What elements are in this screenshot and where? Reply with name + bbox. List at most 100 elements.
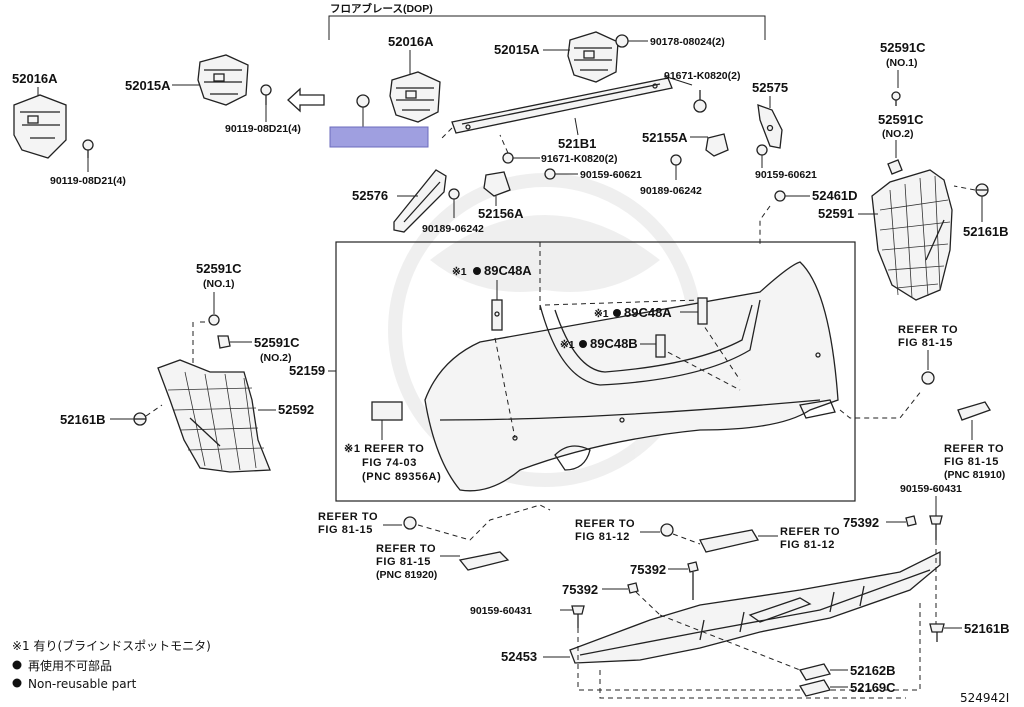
clip-reflector-left <box>403 516 417 530</box>
nut-center <box>356 94 370 108</box>
label-52592: 52592 <box>278 402 314 417</box>
bolt-90159-right <box>756 144 768 156</box>
nonreusable-dot-3-icon <box>579 340 587 348</box>
nonreusable-dot-1-icon <box>473 267 481 275</box>
label-no1-top-right: (NO.1) <box>886 57 918 69</box>
ref-81-12-right-line1: REFER TO <box>780 526 840 538</box>
floor-brace-521B1 <box>451 77 673 134</box>
label-52015A-left: 52015A <box>125 78 171 93</box>
ref-81-12-left-line2: FIG 81-12 <box>575 531 630 543</box>
screw-52461D <box>774 190 786 202</box>
label-75392-mid: 75392 <box>630 562 666 577</box>
ref-81-15-right-line1: REFER TO <box>898 324 958 336</box>
mudguard-52591 <box>871 169 953 301</box>
screw-52161B-lower <box>929 623 945 642</box>
label-89C48B: 89C48B <box>590 336 638 351</box>
label-52015A-center: 52015A <box>494 42 540 57</box>
clip-90189-right <box>670 154 682 166</box>
label-no2-left: (NO.2) <box>260 352 292 364</box>
nonreusable-dot-2-icon <box>613 309 621 317</box>
bracket-52016A-left <box>13 94 67 159</box>
lamp-81-12 <box>699 529 760 553</box>
direction-arrow-icon <box>287 87 325 113</box>
ref-81-15-left-line2: FIG 81-15 <box>318 524 373 536</box>
label-52156A: 52156A <box>478 206 524 221</box>
clip-reflector-right <box>921 371 935 385</box>
label-52591: 52591 <box>818 206 854 221</box>
ref-81-12-right: REFER TO FIG 81-12 <box>780 526 840 551</box>
label-52162B: 52162B <box>850 663 896 678</box>
label-91671-lower: 91671-K0820(2) <box>541 153 617 165</box>
label-90178: 90178-08024(2) <box>650 36 725 48</box>
screw-52161B-left <box>133 412 147 426</box>
bolt-90159-upper <box>544 168 556 180</box>
label-52453: 52453 <box>501 649 537 664</box>
bracket-52015A-center <box>567 31 619 83</box>
label-52575: 52575 <box>752 80 788 95</box>
cover-52162B <box>798 663 832 681</box>
legend: ※1 有り(ブラインドスポットモニタ) 再使用不可部品 Non-reusable… <box>12 638 211 691</box>
bolt-91671-lower <box>502 152 514 164</box>
bolt-90159-60431-right <box>929 515 943 540</box>
ref-81-15-left: REFER TO FIG 81-15 <box>318 511 378 536</box>
ref-81-15-left-pnc-line2: FIG 81-15 <box>376 556 431 568</box>
label-52169C: 52169C <box>850 680 896 695</box>
bracket-52016A-center <box>389 71 441 123</box>
label-89C48A-right: 89C48A <box>624 305 672 320</box>
cover-52169C <box>798 679 832 697</box>
label-no2-mid-right: (NO.2) <box>882 128 914 140</box>
label-90159-right: 90159-60621 <box>755 169 817 181</box>
floor-brace-label: フロアブレース(DOP) <box>330 2 433 15</box>
legend-note1: ※1 有り(ブラインドスポットモニタ) <box>12 638 211 653</box>
label-no1-left: (NO.1) <box>203 278 235 290</box>
label-90119-left-bottom: 90119-08D21(4) <box>50 175 126 187</box>
label-90159-60431-left: 90159-60431 <box>470 605 532 617</box>
label-52461D: 52461D <box>812 188 858 203</box>
label-75392-right: 75392 <box>843 515 879 530</box>
label-52591C-left-no1: 52591C <box>196 261 242 276</box>
ref-81-15-left-pnc-line3: (PNC 81920) <box>376 569 437 581</box>
label-note-mark-3: ※1 <box>560 339 575 351</box>
bolt-91671-upper <box>693 90 707 113</box>
bracket-52156A <box>483 171 511 197</box>
ref-81-15-left-pnc-line1: REFER TO <box>376 543 436 555</box>
label-52161B-lower: 52161B <box>964 621 1010 636</box>
label-75392-lower: 75392 <box>562 582 598 597</box>
ref-74-03-line1: ※1 REFER TO <box>344 443 424 455</box>
ref-81-15-right: REFER TO FIG 81-15 <box>898 324 958 349</box>
label-52576: 52576 <box>352 188 388 203</box>
legend-dot-jp-icon <box>12 660 22 670</box>
reflector-left <box>458 551 510 571</box>
label-52016A-left: 52016A <box>12 71 58 86</box>
bracket-52155A <box>705 133 729 157</box>
ref-81-12-right-line2: FIG 81-12 <box>780 539 835 551</box>
blind-spot-monitor-part <box>371 401 403 421</box>
clip-52591C-no1-left <box>208 314 220 326</box>
label-90189-right: 90189-06242 <box>640 185 702 197</box>
ref-81-12-left: REFER TO FIG 81-12 <box>575 518 635 543</box>
clip-75392-lower <box>627 582 639 594</box>
label-note-mark-1: ※1 <box>452 266 467 278</box>
ref-74-03: ※1 REFER TO FIG 74-03 (PNC 89356A) <box>344 443 441 483</box>
bracket-52576 <box>393 169 447 233</box>
label-52591C-top-right: 52591C <box>880 40 926 55</box>
ref-81-15-left-line1: REFER TO <box>318 511 378 523</box>
ref-74-03-line2: FIG 74-03 <box>362 457 417 469</box>
legend-nonreusable-en: Non-reusable part <box>28 677 137 691</box>
washer-90178 <box>615 34 629 48</box>
ref-81-15-right-line2: FIG 81-15 <box>898 337 953 349</box>
ref-81-15-right-pnc-line2: FIG 81-15 <box>944 456 999 468</box>
bolt-90119-left-top <box>260 84 272 105</box>
legend-dot-en-icon <box>12 678 22 688</box>
legend-nonreusable-jp: 再使用不可部品 <box>28 658 112 673</box>
sensor-bracket-89C48A-top <box>491 299 503 331</box>
label-90119-left-top: 90119-08D21(4) <box>225 123 301 135</box>
label-52016A-center: 52016A <box>388 34 434 49</box>
clip-90189-left <box>448 188 460 200</box>
screw-52161B-right <box>975 183 989 197</box>
ref-81-15-right-pnc: REFER TO FIG 81-15 (PNC 81910) <box>944 443 1005 481</box>
clip-52591C-no1-right <box>891 91 901 106</box>
reflector-right <box>957 401 991 421</box>
ref-81-15-right-pnc-line3: (PNC 81910) <box>944 469 1005 481</box>
